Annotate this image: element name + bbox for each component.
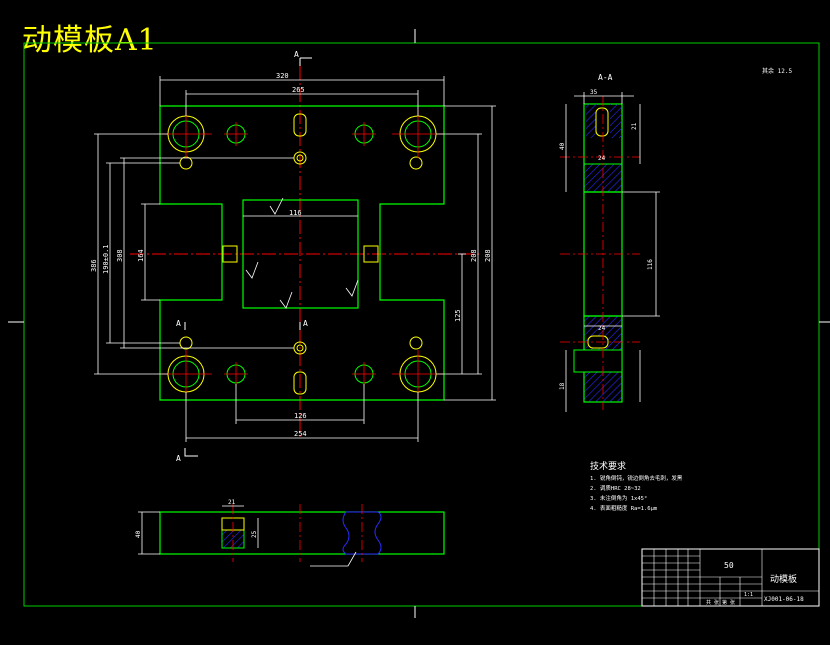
tech-req-item-1: 1. 锐角倒钝，锐边倒角去毛刺，发黑 bbox=[590, 474, 683, 482]
section-mark-left: A bbox=[176, 319, 181, 328]
title-block-scale: 1:1 bbox=[744, 592, 753, 598]
dim-right-125: 125 bbox=[454, 309, 462, 322]
dim-116: 116 bbox=[289, 209, 302, 217]
dim-386: 386 bbox=[90, 259, 98, 272]
title-block-sheet: 共 张 第 张 bbox=[706, 599, 735, 606]
dim-126: 126 bbox=[294, 412, 307, 420]
sec-dim-21: 21 bbox=[631, 122, 638, 130]
side-dim-21: 21 bbox=[228, 499, 236, 506]
dim-308: 308 bbox=[116, 249, 124, 262]
drawing-frame bbox=[8, 29, 830, 618]
tech-req-item-4: 4. 表面粗糙度 Ra=1.6μm bbox=[590, 504, 658, 512]
section-view: A-A bbox=[559, 73, 660, 412]
section-mark-mid: A bbox=[303, 319, 308, 328]
sec-dim-35: 35 bbox=[590, 89, 598, 96]
title-block-drawing-no: XJ001-06-18 bbox=[764, 596, 804, 603]
tech-req-heading: 技术要求 bbox=[590, 460, 626, 472]
tech-req-item-3: 3. 未注倒角为 1x45° bbox=[590, 494, 647, 502]
section-mark-top: A bbox=[294, 50, 299, 59]
section-view-label: A-A bbox=[598, 73, 613, 82]
sec-dim-40: 40 bbox=[559, 142, 566, 150]
sec-dim-24b: 24 bbox=[598, 325, 606, 332]
side-view: 40 21 25 bbox=[135, 499, 445, 567]
sec-dim-116: 116 bbox=[647, 259, 654, 270]
section-mark-bottom: A bbox=[176, 454, 181, 463]
tech-req-item-2: 2. 调质HRC 28~32 bbox=[590, 484, 641, 492]
title-block-part-name: 动模板 bbox=[770, 573, 797, 585]
dim-265: 265 bbox=[292, 86, 305, 94]
drawing-title: 动模板A1 bbox=[22, 23, 158, 58]
title-block-quantity: 50 bbox=[724, 561, 734, 570]
title-block: 50 动模板 XJ001-06-18 1:1 共 张 第 张 bbox=[641, 548, 820, 607]
plan-view: A A A A bbox=[90, 50, 496, 463]
sec-dim-24: 24 bbox=[598, 155, 606, 162]
side-dim-25: 25 bbox=[251, 530, 258, 538]
dim-right-296: 208 bbox=[470, 249, 478, 262]
dim-right-208: 208 bbox=[484, 249, 492, 262]
dim-190: 190±0.1 bbox=[102, 244, 110, 274]
side-dim-40: 40 bbox=[135, 530, 142, 538]
roughness-note: 其余 12.5 bbox=[762, 67, 792, 75]
dim-320: 320 bbox=[276, 72, 289, 80]
tech-requirements: 技术要求 1. 锐角倒钝，锐边倒角去毛刺，发黑 2. 调质HRC 28~32 3… bbox=[590, 460, 683, 512]
sec-dim-18: 18 bbox=[559, 382, 566, 390]
dim-164: 164 bbox=[137, 249, 145, 262]
dim-254: 254 bbox=[294, 430, 307, 438]
